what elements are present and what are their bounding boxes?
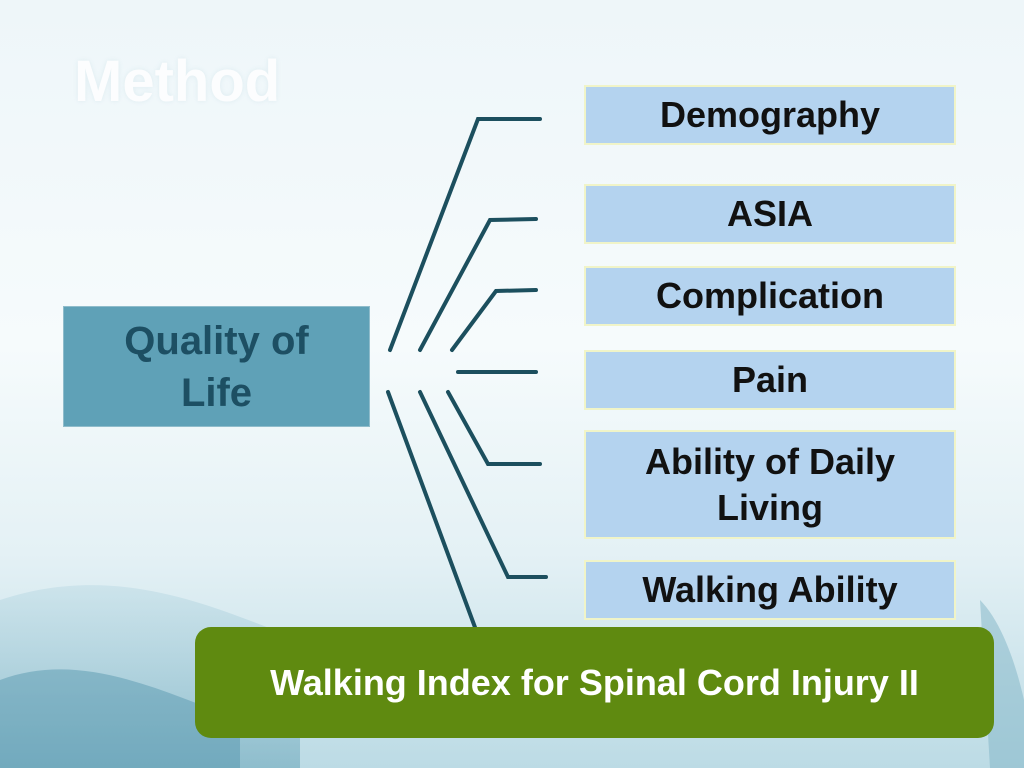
connector-walking-ability [418,390,548,579]
category-label: Complication [655,275,884,316]
quality-of-life-box: Quality of Life [63,306,370,427]
category-asia: ASIA [584,184,956,244]
category-complication: Complication [584,266,956,326]
category-label: Demography [659,94,881,135]
slide-title: Method [74,49,281,114]
walking-index-label: Walking Index for Spinal Cord Injury II [270,661,919,703]
connector-demography [388,117,542,352]
category-pain: Pain [584,350,956,410]
category-label: Ability of Daily Living [644,440,896,528]
connector-asia [418,217,538,352]
category-label: ASIA [726,193,813,234]
walking-index-box: Walking Index for Spinal Cord Injury II [195,627,994,738]
category-walking-ability: Walking Ability [584,560,956,620]
connector-footer [386,390,478,632]
connector-complication [450,288,538,352]
quality-of-life-label: Quality of Life [124,318,309,415]
category-ability-of-daily-living: Ability of Daily Living [584,430,956,539]
category-label: Pain [731,359,809,400]
category-label: Walking Ability [642,569,898,610]
category-demography: Demography [584,85,956,145]
connector-adl [446,390,542,466]
